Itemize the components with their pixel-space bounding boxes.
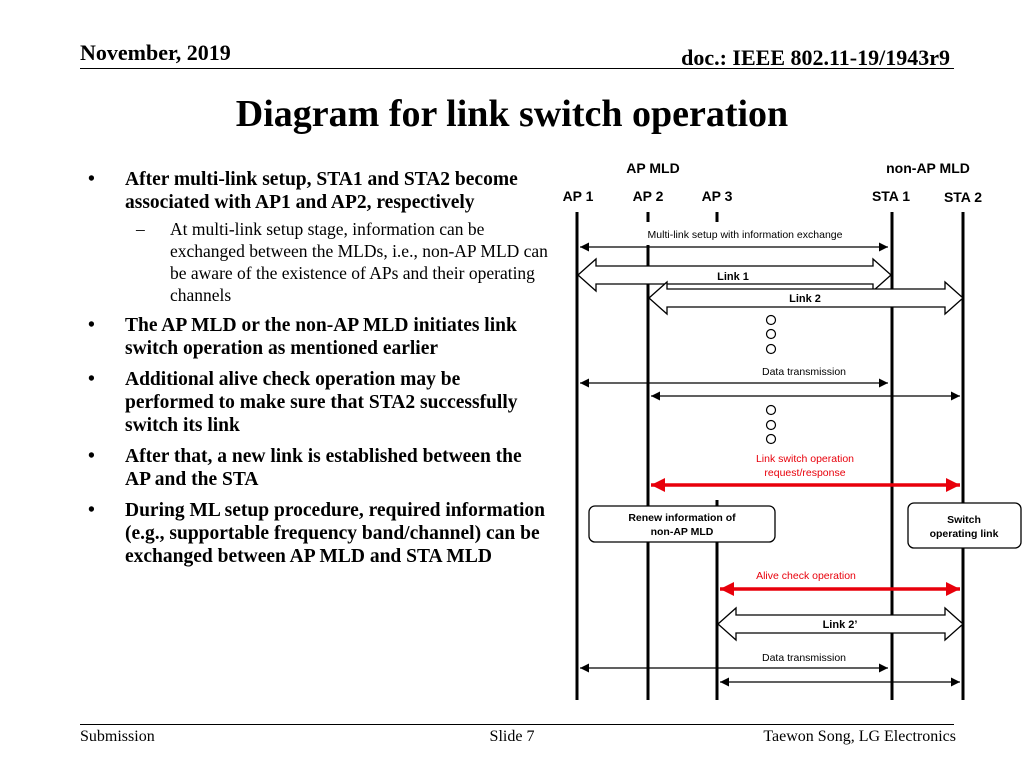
switch-link-box <box>907 502 1022 549</box>
footer-slide-number: Slide 7 <box>489 728 535 745</box>
link2-label: Link 2 <box>789 293 821 305</box>
renew-info-label-line2: non-AP MLD <box>651 526 714 538</box>
footer-author: Taewon Song, LG Electronics <box>763 728 956 745</box>
ap2-label: AP 2 <box>633 188 664 204</box>
bullet-dot: • <box>88 315 95 336</box>
ellipsis-dots <box>765 314 777 355</box>
sub-bullet-text: At multi-link setup stage, information c… <box>170 219 548 305</box>
switch-link-label-line2: operating link <box>930 528 999 540</box>
bullet-text: After multi-link setup, STA1 and STA2 be… <box>125 169 518 213</box>
renew-info-label-line1: Renew information of <box>628 512 736 524</box>
data-tx-2-label: Data transmission <box>762 652 846 664</box>
link2-new-label: Link 2’ <box>823 619 858 631</box>
ap-mld-label: AP MLD <box>626 160 679 176</box>
header-date: November, 2019 <box>80 40 231 65</box>
bullet-item: • During ML setup procedure, required inf… <box>80 499 550 568</box>
footer-rule <box>80 724 954 725</box>
bullet-dot: • <box>88 369 95 390</box>
data-tx-1-label: Data transmission <box>762 366 846 378</box>
link2-arrow <box>648 280 964 316</box>
link1-arrow <box>577 257 892 293</box>
sub-bullet-dash: – <box>136 219 145 239</box>
header-rule <box>80 68 954 69</box>
bullet-item: • Additional alive check operation may be… <box>80 368 550 437</box>
bullet-item: • After multi-link setup, STA1 and STA2 b… <box>80 168 550 214</box>
sub-bullet-item: – At multi-link setup stage, information … <box>80 218 550 306</box>
sta2-label: STA 2 <box>944 189 982 205</box>
ap1-label: AP 1 <box>563 188 594 204</box>
ap3-label: AP 3 <box>702 188 733 204</box>
slide-title: Diagram for link switch operation <box>235 93 789 135</box>
non-ap-mld-label: non-AP MLD <box>886 160 970 176</box>
alive-check-label: Alive check operation <box>756 570 856 582</box>
bullet-dot: • <box>88 446 95 467</box>
bullet-text: Additional alive check operation may be … <box>125 369 518 436</box>
renew-info-box <box>588 505 776 543</box>
bullet-dot: • <box>88 169 95 190</box>
sta1-label: STA 1 <box>872 188 910 204</box>
switch-link-label-line1: Switch <box>947 514 981 526</box>
bullet-text: During ML setup procedure, required info… <box>125 500 545 567</box>
footer-submission: Submission <box>80 728 155 745</box>
ml-setup-label: Multi-link setup with information exchan… <box>648 229 843 241</box>
link1-label: Link 1 <box>717 271 749 283</box>
header-doc-id: doc.: IEEE 802.11-19/1943r9 <box>681 45 950 70</box>
bullet-dot: • <box>88 500 95 521</box>
switch-req-label-line1: Link switch operation <box>756 453 854 465</box>
bullet-item: • The AP MLD or the non-AP MLD initiates … <box>80 314 550 360</box>
link2-new-arrow <box>717 606 964 642</box>
bullet-list: • After multi-link setup, STA1 and STA2 b… <box>80 168 550 576</box>
bullet-text: After that, a new link is established be… <box>125 446 522 490</box>
bullet-text: The AP MLD or the non-AP MLD initiates l… <box>125 315 517 359</box>
ellipsis-dots <box>765 404 777 445</box>
switch-req-label-line2: request/response <box>764 467 845 479</box>
bullet-item: • After that, a new link is established b… <box>80 445 550 491</box>
